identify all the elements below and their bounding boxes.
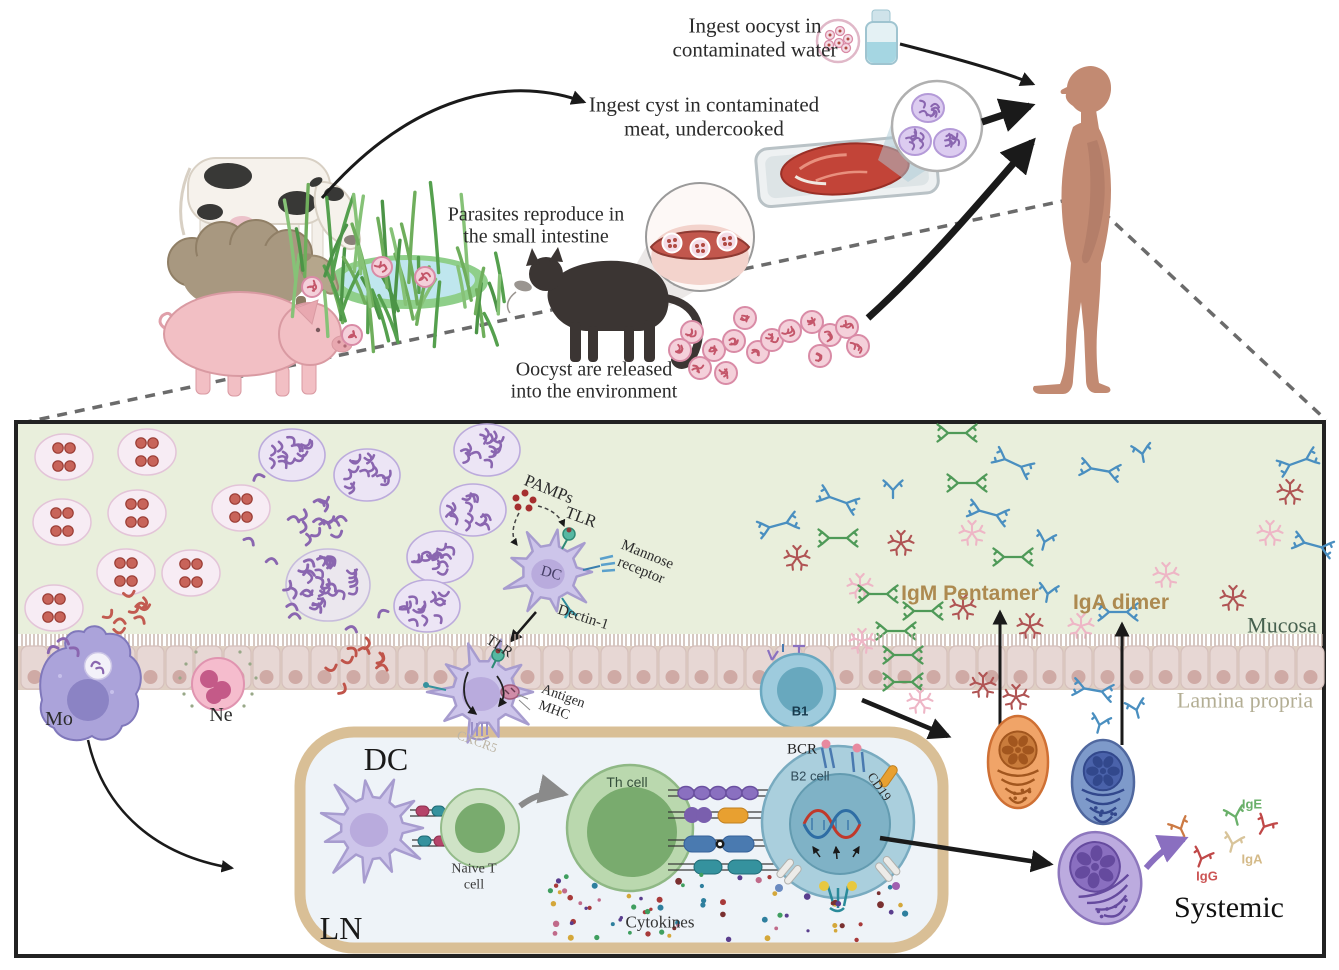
line: Parasites reproduce in (447, 203, 625, 226)
label-lamina-propria: Lamina propria (1176, 687, 1314, 713)
label-ige: IgE (1241, 796, 1263, 812)
antibody-release-arrow (1143, 835, 1189, 870)
dendritic-cell-ln (319, 778, 425, 884)
label-mo: Mo (45, 707, 73, 730)
neutrophil (178, 650, 258, 711)
shed-oocysts (668, 306, 870, 385)
line: Ingest oocyst in (688, 13, 822, 38)
line: contaminated water (672, 37, 838, 61)
mannose-receptor-icon (599, 554, 616, 573)
label-ingest-cyst: Ingest cyst in contaminated meat, underc… (589, 93, 819, 140)
plasma-cell-blue (1070, 738, 1136, 826)
th-cell (565, 763, 695, 893)
grass (282, 180, 506, 354)
line: cell (463, 877, 485, 892)
systemic-antibodies (1167, 804, 1279, 868)
label-iga: IgA (1241, 851, 1263, 867)
b1-to-plasma-arrow (861, 697, 952, 740)
b1-receptor-icon (766, 649, 779, 661)
differentiation-arrow (518, 774, 569, 809)
label-systemic: Systemic (1174, 891, 1284, 925)
cd19-icon (879, 765, 898, 788)
human-figure (1032, 66, 1112, 394)
meat-magnifier (878, 79, 984, 182)
water-magnifier (815, 18, 861, 64)
label-bcr: BCR (786, 741, 818, 758)
label-b2-cell: B2 cell (790, 768, 830, 784)
th-b2-synapse (668, 785, 800, 875)
label-igm-pentamer: IgM Pentamer (901, 582, 1039, 606)
dendritic-cell-lamina (425, 638, 535, 744)
label-cytokines: Cytokines (625, 912, 695, 932)
b1-cell (759, 644, 837, 730)
label-oocyst-released: Oocyst are released into the environment (511, 359, 678, 404)
line: Oocyst are released (515, 358, 673, 381)
label-parasites-reproduce: Parasites reproduce in the small intesti… (448, 204, 625, 249)
dectin1-receptor-icon (563, 609, 578, 619)
invading-tachyzoites (324, 636, 389, 695)
line: Naive T (451, 861, 497, 877)
line: the small intestine (463, 226, 609, 248)
free-bradyzoites (242, 473, 390, 634)
lamina-antibodies (848, 627, 1145, 734)
lymph-node (294, 726, 949, 954)
label-th-cell: Th cell (606, 774, 648, 791)
label-dc: DC (363, 741, 409, 778)
line: meat, undercooked (624, 116, 784, 140)
label-igg: IgG (1196, 868, 1218, 884)
naive-t-cell (440, 788, 520, 868)
label-naive-t: Naive T cell (451, 861, 496, 892)
label-mucosa: Mucosa (1247, 612, 1317, 638)
bcr-icon (820, 747, 836, 769)
line: Ingest cyst in contaminated (588, 92, 820, 117)
monocyte (39, 625, 142, 742)
plasma-cell-purple (1057, 830, 1143, 926)
b2-cell (760, 739, 916, 913)
pond-oocysts (301, 256, 436, 346)
line: into the environment (510, 381, 678, 403)
mucosa-panel (14, 420, 1336, 958)
dc-lamina-details (423, 648, 531, 741)
label-b1: B1 (791, 703, 809, 719)
mo-arrow (86, 739, 235, 873)
dc-t-synapse (410, 805, 452, 847)
label-ln: LN (319, 910, 363, 947)
label-ne: Ne (209, 703, 233, 726)
label-iga-dimer: IgA dimer (1072, 591, 1170, 615)
dendritic-cell-mucosa (502, 528, 594, 613)
free-tachyzoites (101, 589, 152, 635)
transmission-arrows (320, 42, 1036, 321)
pamps-dots (512, 489, 537, 512)
water-bottle (865, 9, 898, 65)
cxcr5-icon (471, 722, 488, 736)
plasma-cell-orange (986, 714, 1050, 810)
intestine-magnifier (645, 182, 755, 292)
dc-mucosa-receptors (510, 489, 616, 619)
mouse-prey (514, 280, 532, 292)
antigen-mhc-icon (500, 684, 520, 700)
b2-to-plasma-arrow (879, 835, 1054, 873)
pig (158, 291, 353, 397)
phagosome (83, 651, 113, 681)
cytokine-dots (547, 872, 909, 943)
epithelium (20, 634, 1325, 690)
label-ingest-oocyst: Ingest oocyst in contaminated water (672, 14, 837, 61)
sporulated-oocysts (24, 428, 271, 632)
